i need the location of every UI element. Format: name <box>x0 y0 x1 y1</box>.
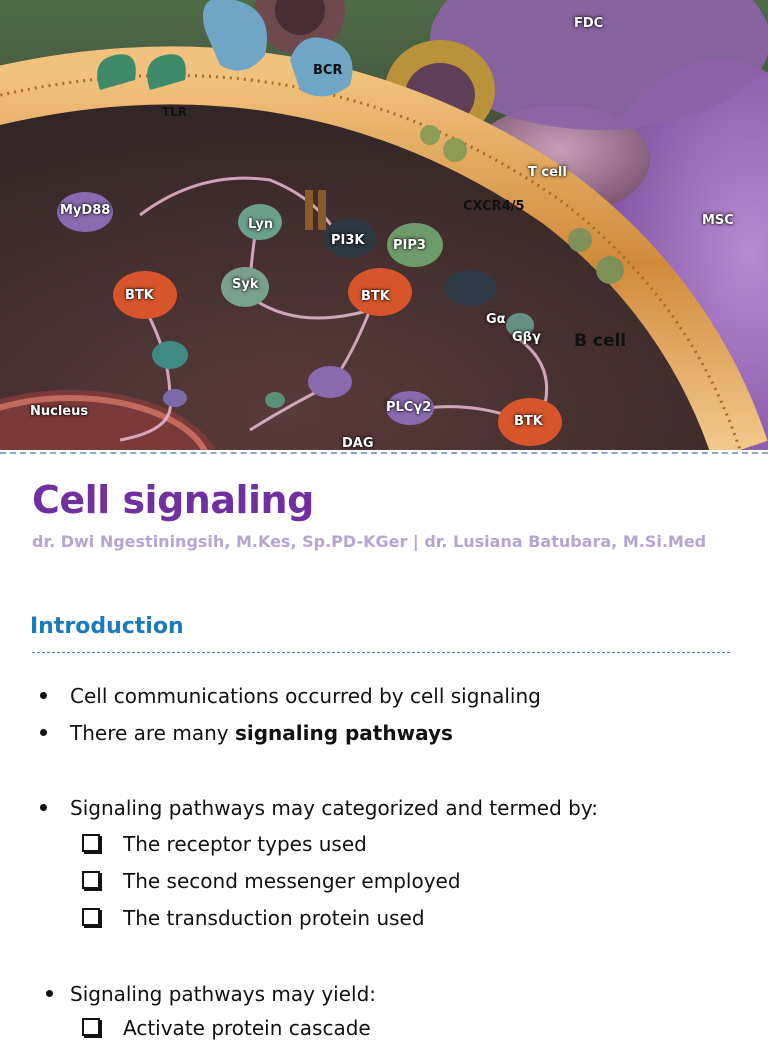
label-fdc: FDC <box>574 16 604 31</box>
label-syk: Syk <box>232 277 259 292</box>
label-gbeta-gamma: Gβγ <box>512 330 541 345</box>
section-heading: Introduction <box>30 614 184 639</box>
bullet-1: Cell communications occurred by cell sig… <box>70 684 541 708</box>
header-divider <box>0 452 768 454</box>
bullet-marker <box>46 990 53 997</box>
page-title: Cell signaling <box>32 478 314 522</box>
label-btk-1: BTK <box>125 288 154 303</box>
bullet-2-emphasis: signaling pathways <box>234 721 453 745</box>
label-tlr: TLR <box>162 105 188 119</box>
bullet-marker <box>40 729 47 736</box>
label-bcr: BCR <box>313 63 343 78</box>
bullet-2: There are many signaling pathways <box>70 721 453 745</box>
label-pi3k: PI3K <box>331 233 365 248</box>
label-tcell: T cell <box>528 165 567 180</box>
section-divider <box>32 652 730 653</box>
cell-illustration-graphic <box>0 0 768 450</box>
bullet-marker <box>40 804 47 811</box>
label-lyn: Lyn <box>248 217 274 232</box>
label-nucleus: Nucleus <box>30 404 89 419</box>
checkbox-square-icon <box>82 908 100 926</box>
label-pip3: PIP3 <box>393 238 426 253</box>
label-myd88: MyD88 <box>60 203 111 218</box>
sub-bullet-3: The transduction protein used <box>123 906 425 930</box>
label-dag: DAG <box>342 436 374 450</box>
sub-bullet-4: Activate protein cascade <box>123 1016 371 1040</box>
label-cxcr: CXCR4/5 <box>463 199 525 214</box>
checkbox-square-icon <box>82 871 100 889</box>
sub-bullet-1: The receptor types used <box>123 832 367 856</box>
bullet-3: Signaling pathways may categorized and t… <box>70 796 598 820</box>
checkbox-square-icon <box>82 834 100 852</box>
label-btk-2: BTK <box>361 289 390 304</box>
label-plc-gamma-2: PLCγ2 <box>386 400 432 415</box>
label-msc: MSC <box>702 213 734 228</box>
cell-signaling-illustration: FDC BCR TLR T cell MyD88 Lyn PI3K PIP3 C… <box>0 0 768 450</box>
authors-line: dr. Dwi Ngestiningsih, M.Kes, Sp.PD-KGer… <box>32 532 707 551</box>
bullet-marker <box>40 692 47 699</box>
label-bcell: B cell <box>574 331 627 351</box>
checkbox-square-icon <box>82 1018 100 1036</box>
bullet-2-text: There are many <box>70 721 235 745</box>
bullet-4: Signaling pathways may yield: <box>70 982 377 1006</box>
label-btk-3: BTK <box>514 414 543 429</box>
label-galpha: Gα <box>486 312 506 327</box>
sub-bullet-2: The second messenger employed <box>123 869 461 893</box>
